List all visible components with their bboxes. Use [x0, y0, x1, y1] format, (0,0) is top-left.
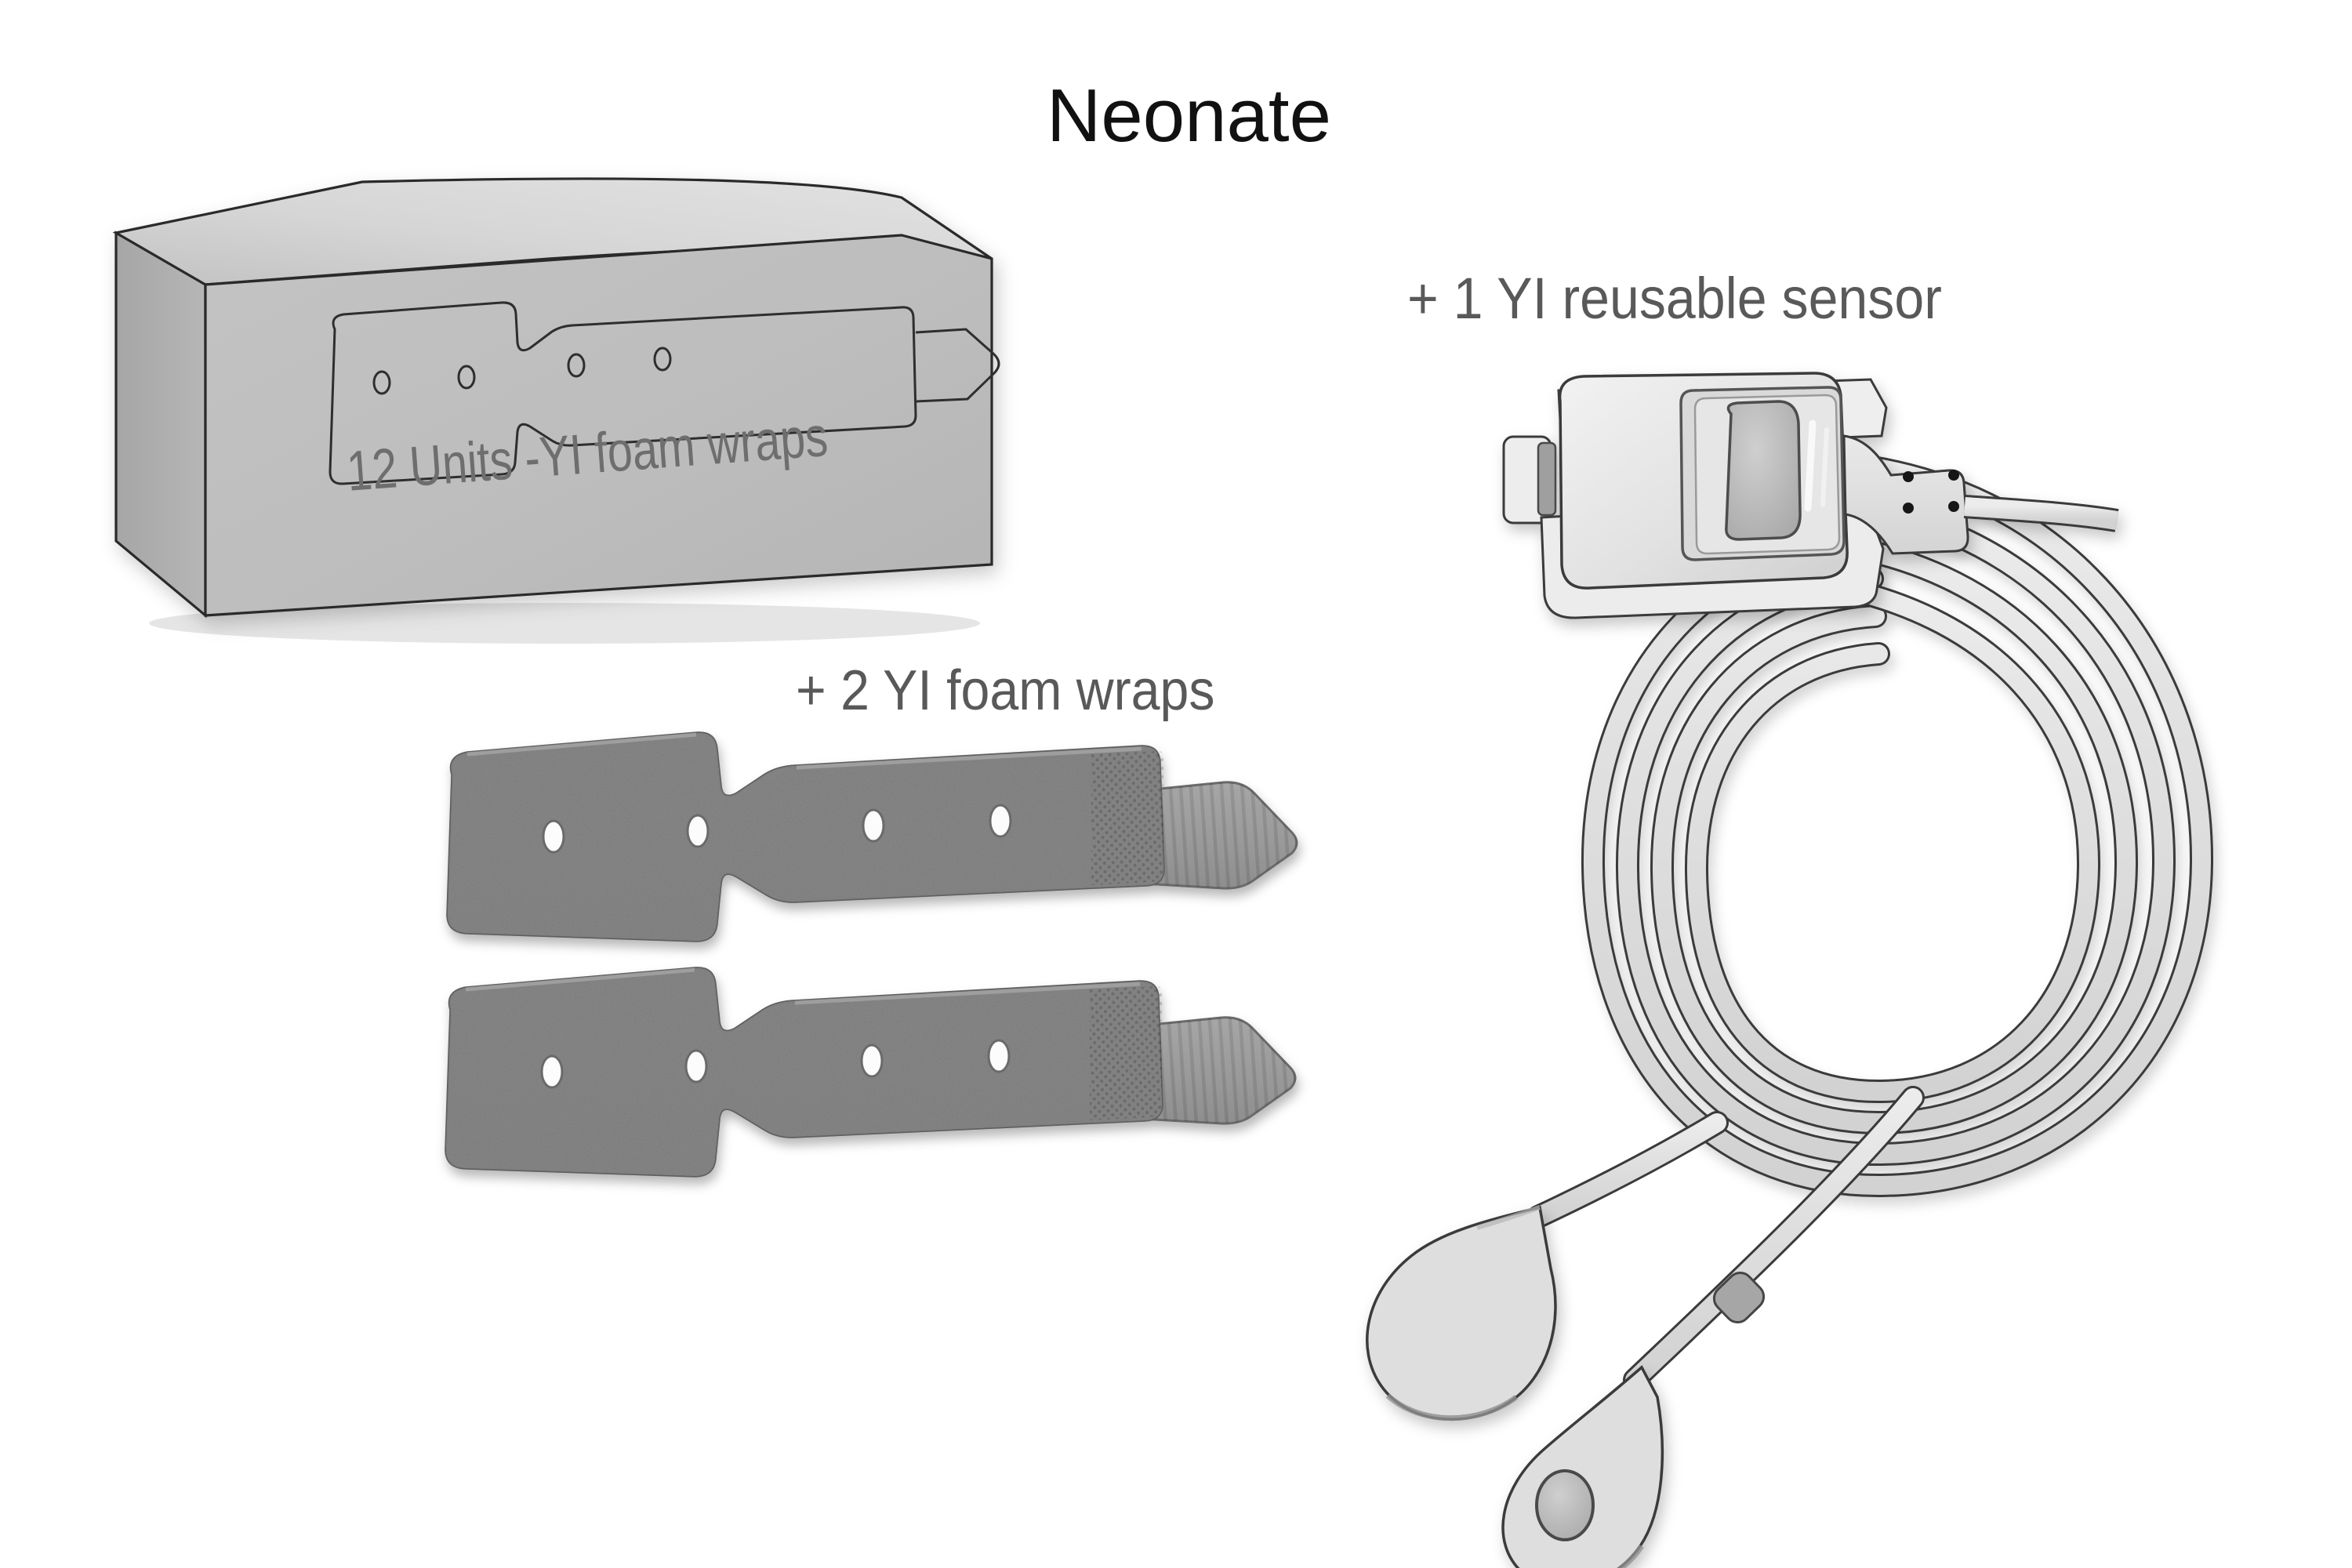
wrap-body: [445, 967, 1163, 1178]
cable-marker: [1712, 1271, 1766, 1324]
sensor-detector-window: [1535, 1469, 1595, 1541]
wrap-holes: [542, 804, 1012, 854]
connector-body: [1558, 372, 1849, 590]
connector-window: [1725, 400, 1802, 541]
wrap-hook-patch: [1090, 986, 1162, 1120]
foam-wrap-2: [445, 967, 1297, 1178]
wrap-hook-patch: [1091, 751, 1163, 885]
wrap-holes: [540, 1039, 1011, 1089]
connector-upper-shelf: [1557, 378, 1888, 450]
cable-tails: [1526, 1086, 1925, 1392]
box-side-face: [114, 230, 207, 619]
connector-lower-shelf: [1540, 497, 1885, 619]
box-top-face: [112, 177, 993, 286]
wrap-body: [446, 731, 1165, 942]
probe-pad-lower: [1501, 1365, 1664, 1568]
sensor-label: + 1 YI reusable sensor: [1407, 266, 1942, 331]
foam-wraps-label: + 2 YI foam wraps: [796, 659, 1215, 722]
wrap-tail: [1127, 781, 1298, 890]
box-front-label: 12 Units -YI foam wraps: [344, 405, 830, 503]
wrap-tail: [1126, 1016, 1297, 1125]
sensor-connector: [1502, 372, 2119, 619]
connector-recess-frame: [1679, 386, 1846, 561]
connector-latch-tab: [1502, 435, 1552, 524]
cable-coil: [1581, 449, 2214, 1198]
probe-pad-upper: [1366, 1205, 1557, 1421]
foam-wrap-1: [446, 731, 1298, 942]
connector-pins: [1903, 470, 1959, 514]
connector-strain-relief: [1842, 434, 1969, 555]
page-title: Neonate: [1047, 74, 1331, 158]
